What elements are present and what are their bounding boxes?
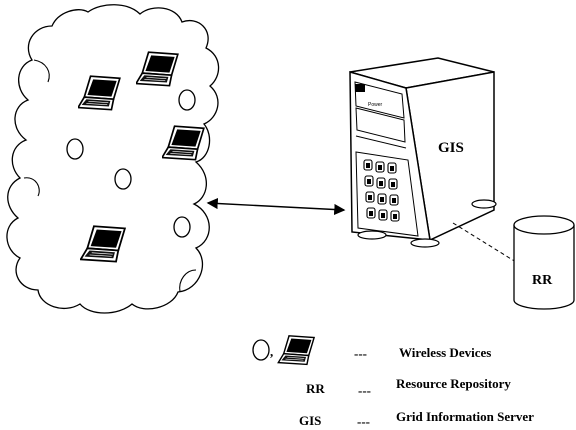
device-circle-icon: [66, 138, 84, 160]
device-circle-icon: [178, 89, 196, 111]
cloud-detail: [33, 59, 50, 83]
device-circle-icon: [114, 168, 132, 190]
cloud-detail: [179, 269, 197, 293]
server-brand-text: Power: [368, 102, 383, 108]
legend-comma: ,: [270, 344, 273, 359]
legend-laptop-icon: [277, 335, 315, 366]
legend-circle-icon: [252, 339, 270, 361]
legend-key-gis: GIS: [299, 413, 321, 428]
gis-label: GIS: [438, 140, 464, 156]
database-cylinder-icon: [513, 215, 575, 310]
legend-separator: ---: [357, 414, 370, 429]
laptop-icon: [80, 225, 126, 263]
dashed-connector: [452, 222, 517, 263]
cloud-detail: [23, 177, 40, 197]
rr-label: RR: [532, 273, 553, 288]
legend-resource-repository: Resource Repository: [396, 376, 511, 391]
laptop-icon: [78, 75, 121, 111]
legend-separator: ---: [358, 383, 371, 398]
server-tower-icon: [349, 57, 497, 248]
legend: , --- Wireless Devices RR --- Resource R…: [252, 335, 534, 429]
legend-grid-information-server: Grid Information Server: [396, 409, 534, 424]
bidirectional-arrow: [206, 197, 346, 216]
legend-separator: ---: [354, 346, 367, 361]
wireless-network-cloud: [6, 4, 220, 314]
legend-key-rr: RR: [306, 381, 325, 396]
legend-wireless-devices: Wireless Devices: [399, 345, 491, 360]
device-circle-icon: [173, 216, 191, 238]
laptop-icon: [136, 51, 179, 87]
laptop-icon: [162, 125, 205, 161]
